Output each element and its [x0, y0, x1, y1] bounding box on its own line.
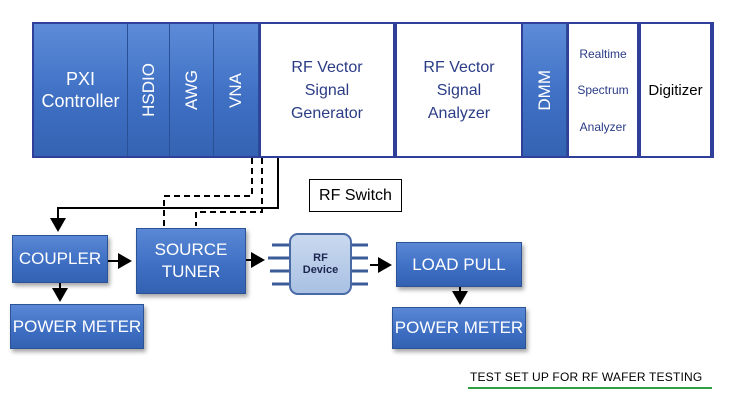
awg-module: AWG — [170, 24, 214, 156]
device-pins-right — [352, 243, 368, 286]
pxi-controller-label: PXI Controller — [41, 69, 120, 111]
rtsa-label-line3: Analyzer — [579, 119, 627, 134]
hsdio-module: HSDIO — [128, 24, 170, 156]
source-tuner-label: SOURCE TUNER — [154, 240, 228, 281]
rf-device-label-line1: RF — [313, 252, 328, 264]
power-meter-right-label: POWER METER — [394, 318, 524, 337]
rf-device-block: RF Device — [289, 233, 352, 295]
power-meter-left-label: POWER METER — [12, 316, 142, 336]
load-pull-block: LOAD PULL — [396, 242, 522, 287]
pxi-chassis: PXI Controller HSDIO AWG VNA RF Vector S… — [32, 22, 714, 158]
rf-vsa-module: RF Vector Signal Analyzer — [395, 24, 523, 156]
rf-switch-label: RF Switch — [309, 179, 402, 212]
device-pins-left — [268, 243, 289, 286]
rf-vsg-module: RF Vector Signal Generator — [259, 24, 395, 156]
coupler-label: COUPLER — [18, 249, 102, 268]
source-tuner-block: SOURCE TUNER — [136, 228, 246, 294]
rf-vsg-label: RF Vector Signal Generator — [290, 58, 364, 122]
rtsa-label-line1: Realtime — [579, 46, 627, 61]
rf-vsa-label: RF Vector Signal Analyzer — [423, 58, 495, 122]
rtsa-module: Realtime Spectrum Analyzer — [567, 24, 639, 156]
power-meter-right-block: POWER METER — [392, 307, 526, 349]
rtsa-label-line2: Spectrum — [577, 83, 629, 97]
pxi-controller-module: PXI Controller — [34, 24, 128, 156]
wire-vna-dashed-outer — [163, 158, 253, 226]
rf-device-label-line2: Device — [302, 264, 339, 276]
coupler-block: COUPLER — [12, 235, 108, 283]
load-pull-label: LOAD PULL — [412, 254, 506, 274]
diagram-caption: TEST SET UP FOR RF WAFER TESTING — [470, 370, 703, 384]
caption-underline — [468, 387, 712, 389]
digitizer-module: Digitizer — [639, 24, 712, 156]
digitizer-label: Digitizer — [648, 81, 703, 99]
wire-vsg-to-coupler — [50, 158, 279, 232]
dmm-module: DMM — [523, 24, 567, 156]
power-meter-left-block: POWER METER — [10, 304, 144, 349]
vna-module: VNA — [214, 24, 259, 156]
